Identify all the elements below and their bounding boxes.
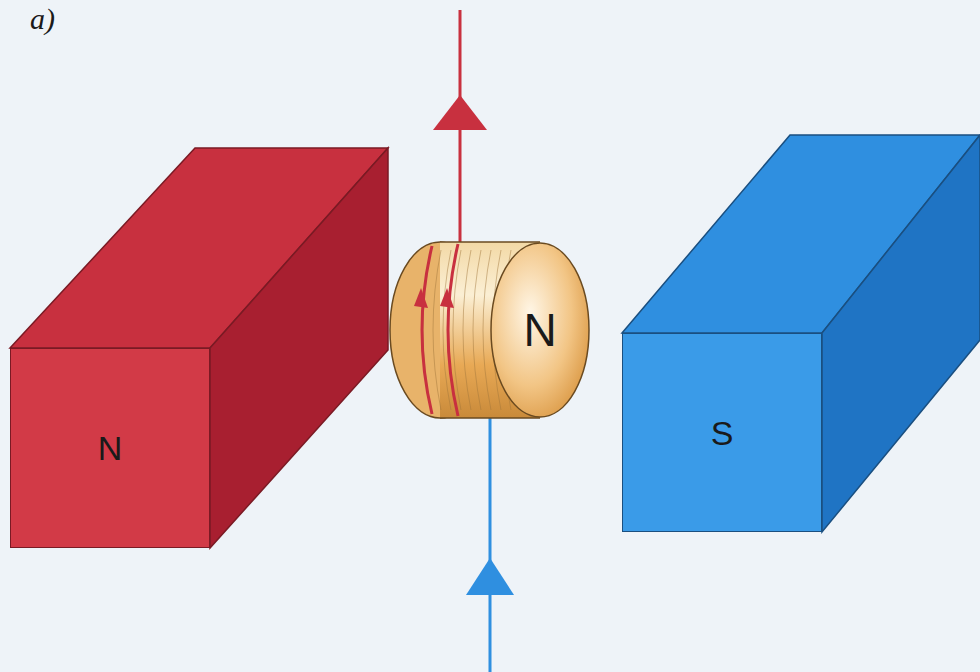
current-loop bbox=[448, 244, 458, 416]
panel-label: a) bbox=[30, 2, 55, 36]
magnet-side-face bbox=[210, 148, 388, 548]
magnet-side-face bbox=[822, 135, 980, 532]
current-arrow bbox=[433, 95, 487, 130]
coil-face: N bbox=[490, 242, 590, 418]
winding-stroke bbox=[433, 250, 441, 410]
pole-letter: S bbox=[711, 416, 734, 450]
coil-edge bbox=[440, 241, 540, 243]
current-arrow bbox=[414, 288, 428, 308]
coil-edge bbox=[440, 417, 540, 419]
current-arrow bbox=[440, 288, 454, 308]
winding-stroke bbox=[463, 250, 471, 410]
winding-stroke bbox=[453, 250, 461, 410]
current-loop bbox=[422, 246, 432, 414]
wire bbox=[489, 415, 492, 672]
pole-letter: N bbox=[523, 307, 556, 353]
current-arrow bbox=[466, 558, 514, 595]
magnet-south-face: S bbox=[622, 333, 822, 532]
pole-letter: N bbox=[98, 431, 123, 465]
winding-stroke bbox=[473, 250, 481, 410]
winding-stroke bbox=[483, 250, 491, 410]
magnet-north-face: N bbox=[10, 348, 210, 548]
